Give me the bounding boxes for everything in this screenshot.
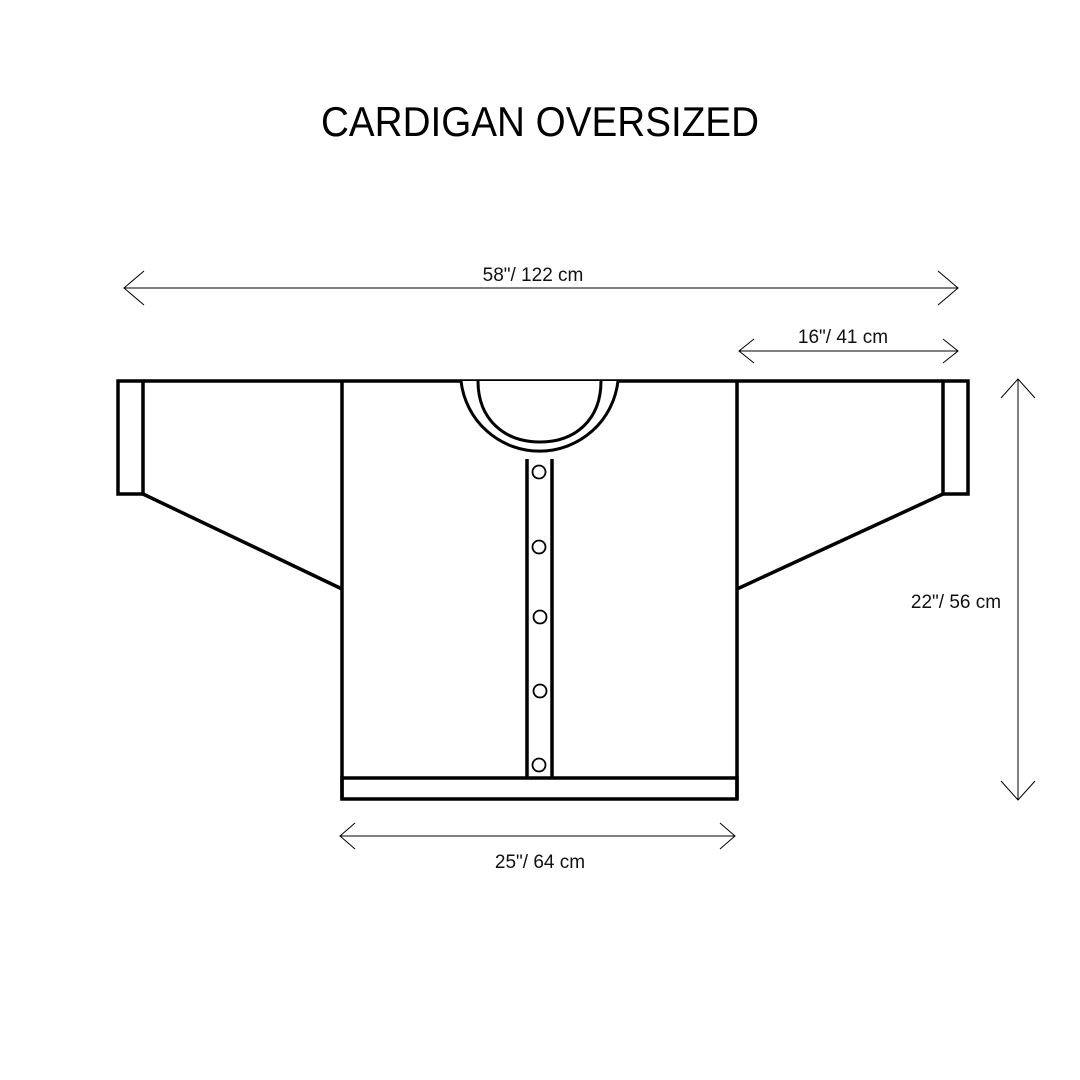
button-2 [531, 539, 547, 555]
body-length-label: 22"/ 56 cm [911, 592, 1001, 613]
button-5 [531, 757, 547, 773]
page-title: CARDIGAN OVERSIZED [320, 98, 759, 145]
total-width-label: 58"/ 122 cm [483, 265, 584, 286]
sleeve-length-dimension [738, 338, 959, 364]
body-width-dimension [339, 822, 736, 850]
button-4 [532, 683, 548, 699]
body-width-label: 25"/ 64 cm [495, 852, 585, 873]
sleeve-length-label: 16"/ 41 cm [798, 327, 888, 348]
neckline [459, 380, 620, 453]
hem-band [340, 776, 739, 801]
right-cuff [941, 379, 970, 496]
total-width-dimension [123, 270, 959, 306]
buttons [531, 464, 548, 773]
left-cuff [116, 379, 145, 496]
button-3 [532, 609, 548, 625]
garment-outline [116, 379, 970, 801]
body-length-dimension [1000, 378, 1036, 801]
button-1 [531, 464, 547, 480]
